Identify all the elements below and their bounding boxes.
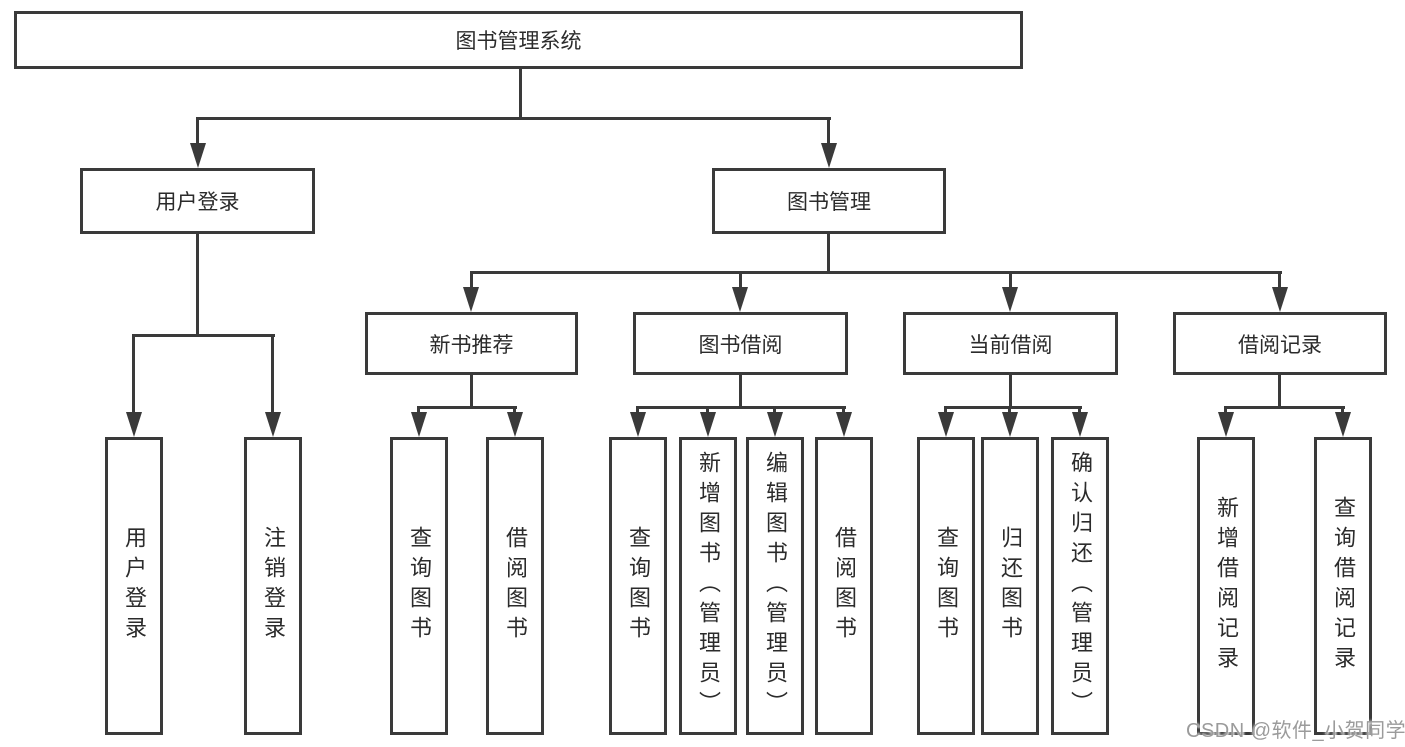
watermark-text: CSDN @软件_小贺同学 — [1186, 720, 1405, 742]
connector-drop-line — [196, 119, 199, 145]
node-new-book-recommend: 新书推荐 — [365, 312, 578, 375]
connector-drop-line — [739, 273, 742, 291]
connector-cb-stub — [1009, 375, 1012, 408]
arrow-down-icon — [836, 412, 852, 437]
arrow-down-icon — [630, 412, 646, 437]
connector-drop-line — [132, 336, 135, 414]
node-book-management: 图书管理 — [712, 168, 946, 234]
node-bb-add-book: 新增图书（管理员） — [679, 437, 737, 735]
node-cb-query-book: 查询图书 — [917, 437, 975, 735]
node-rec-query-book: 查询图书 — [390, 437, 448, 735]
arrow-down-icon — [507, 412, 523, 437]
arrow-down-icon — [1272, 287, 1288, 312]
node-bb-edit-book: 编辑图书（管理员） — [746, 437, 804, 735]
connector-book-mgmt-bar — [470, 271, 1282, 274]
node-current-borrow: 当前借阅 — [903, 312, 1118, 375]
node-bb-borrow-book-label: 借阅图书 — [832, 526, 857, 646]
connector-br-bar — [1224, 406, 1345, 409]
node-new-book-recommend-label: 新书推荐 — [429, 333, 514, 357]
node-user-login-leaf-label: 用户登录 — [122, 526, 147, 646]
node-bb-borrow-book: 借阅图书 — [815, 437, 873, 735]
connector-drop-line — [827, 119, 830, 145]
arrow-down-icon — [938, 412, 954, 437]
connector-rec-stub — [470, 375, 473, 408]
node-user-login-label: 用户登录 — [155, 191, 240, 214]
node-bb-add-book-label: 新增图书（管理员） — [696, 451, 721, 721]
node-current-borrow-label: 当前借阅 — [968, 333, 1053, 357]
node-br-add-record: 新增借阅记录 — [1197, 437, 1255, 735]
node-book-borrow-label: 图书借阅 — [698, 333, 783, 357]
node-rec-borrow-book-label: 借阅图书 — [503, 526, 528, 646]
node-cb-confirm-return: 确认归还（管理员） — [1051, 437, 1109, 735]
arrow-down-icon — [1002, 287, 1018, 312]
node-br-query-record: 查询借阅记录 — [1314, 437, 1372, 735]
connector-cb-bar — [944, 406, 1082, 409]
node-bb-edit-book-label: 编辑图书（管理员） — [763, 451, 788, 721]
arrow-down-icon — [1002, 412, 1018, 437]
arrow-down-icon — [190, 143, 206, 168]
node-br-query-record-label: 查询借阅记录 — [1331, 496, 1356, 676]
node-cb-return-book-label: 归还图书 — [998, 526, 1023, 646]
node-cb-return-book: 归还图书 — [981, 437, 1039, 735]
connector-book-mgmt-stub — [827, 234, 830, 274]
arrow-down-icon — [821, 143, 837, 168]
connector-bb-bar — [636, 406, 846, 409]
node-root-label: 图书管理系统 — [455, 30, 582, 53]
connector-root-bar — [196, 117, 831, 120]
node-rec-borrow-book: 借阅图书 — [486, 437, 544, 735]
arrow-down-icon — [732, 287, 748, 312]
node-root: 图书管理系统 — [14, 11, 1023, 69]
node-bb-query-book-label: 查询图书 — [626, 526, 651, 646]
node-book-borrow: 图书借阅 — [633, 312, 848, 375]
node-logout-label: 注销登录 — [261, 526, 286, 646]
arrow-down-icon — [411, 412, 427, 437]
node-cb-confirm-return-label: 确认归还（管理员） — [1068, 451, 1093, 721]
arrow-down-icon — [1072, 412, 1088, 437]
connector-drop-line — [1009, 273, 1012, 291]
node-user-login: 用户登录 — [80, 168, 315, 234]
connector-user-login-stub — [196, 234, 199, 337]
connector-bb-stub — [739, 375, 742, 408]
arrow-down-icon — [126, 412, 142, 437]
connector-drop-line — [470, 273, 473, 291]
node-book-management-label: 图书管理 — [787, 191, 871, 214]
arrow-down-icon — [265, 412, 281, 437]
node-bb-query-book: 查询图书 — [609, 437, 667, 735]
connector-user-login-bar — [132, 334, 275, 337]
node-user-login-leaf: 用户登录 — [105, 437, 163, 735]
node-rec-query-book-label: 查询图书 — [407, 526, 432, 646]
connector-root-stub — [519, 68, 522, 120]
arrow-down-icon — [700, 412, 716, 437]
node-borrow-records-label: 借阅记录 — [1238, 333, 1322, 357]
node-logout: 注销登录 — [244, 437, 302, 735]
arrow-down-icon — [1335, 412, 1351, 437]
arrow-down-icon — [767, 412, 783, 437]
node-cb-query-book-label: 查询图书 — [934, 526, 959, 646]
connector-br-stub — [1278, 375, 1281, 408]
node-borrow-records: 借阅记录 — [1173, 312, 1387, 375]
node-br-add-record-label: 新增借阅记录 — [1214, 496, 1239, 676]
arrow-down-icon — [1218, 412, 1234, 437]
arrow-down-icon — [463, 287, 479, 312]
connector-drop-line — [271, 336, 274, 414]
connector-drop-line — [1278, 273, 1281, 291]
connector-rec-bar — [417, 406, 517, 409]
